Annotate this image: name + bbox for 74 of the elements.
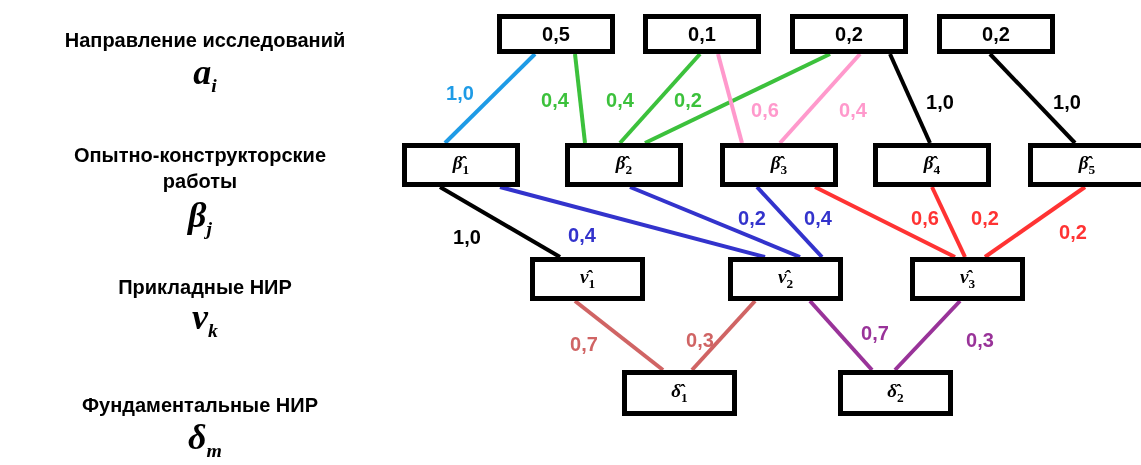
symbol-label: ν$_{k}$ — [192, 299, 218, 341]
symbol-label: β$_{j}$ — [188, 197, 212, 239]
symbol-label: δ$_{m}$ — [188, 419, 222, 461]
value-box — [728, 257, 843, 301]
connector-line — [808, 299, 874, 372]
connector-line — [888, 53, 932, 144]
value-text: 0,2 — [835, 22, 863, 46]
edge-label: 0,3 — [686, 328, 714, 352]
edge-label: 0,4 — [568, 223, 596, 247]
value-box — [497, 14, 615, 54]
edge-label: 0,4 — [606, 88, 634, 112]
value-box — [720, 143, 838, 187]
symbol-text: β̂$_{3}$ — [770, 152, 788, 178]
connector-line — [499, 185, 766, 259]
value-box — [838, 370, 953, 416]
symbol-text: ν̂$_{3}$ — [959, 266, 976, 292]
connector-line — [983, 185, 1087, 259]
symbol-text: β̂$_{5}$ — [1078, 152, 1096, 178]
edge-label: 0,4 — [541, 88, 569, 112]
value-box — [402, 143, 520, 187]
edge-label: 0,7 — [861, 321, 889, 345]
edge-label: 0,2 — [738, 206, 766, 230]
level-label: Фундаментальные НИР — [82, 393, 318, 418]
connector-line — [988, 52, 1077, 145]
edge-label: 1,0 — [1053, 90, 1081, 114]
value-text: 0,1 — [688, 22, 716, 46]
connector-line — [644, 52, 831, 145]
edge-label: 0,2 — [971, 206, 999, 230]
value-text: 0,5 — [542, 22, 570, 46]
value-box — [643, 14, 761, 54]
edge-label: 1,0 — [926, 90, 954, 114]
symbol-text: δ̂$_{1}$ — [671, 380, 688, 406]
value-box — [1028, 143, 1141, 187]
edge-label: 0,6 — [911, 206, 939, 230]
value-box — [873, 143, 991, 187]
level-label: Опытно-конструкторские работы — [73, 143, 327, 194]
value-box — [530, 257, 645, 301]
connector-line — [573, 53, 587, 144]
edge-label: 0,4 — [804, 206, 832, 230]
symbol-text: ν̂$_{2}$ — [777, 266, 794, 292]
level-label: Прикладные НИР — [118, 275, 292, 300]
connector-line — [690, 299, 757, 372]
value-box — [910, 257, 1025, 301]
connector-line — [716, 53, 744, 144]
edge-label: 1,0 — [453, 225, 481, 249]
connector-line — [755, 185, 824, 259]
symbol-text: β̂$_{2}$ — [615, 152, 633, 178]
connector-line — [443, 52, 537, 145]
value-box — [790, 14, 908, 54]
edge-label: 1,0 — [446, 81, 474, 105]
symbol-text: β̂$_{1}$ — [452, 152, 470, 178]
connector-line — [930, 186, 967, 258]
connector-line — [629, 185, 801, 259]
connector-line — [893, 299, 962, 372]
connector-line — [439, 185, 561, 259]
value-box — [622, 370, 737, 416]
edge-label: 0,2 — [1059, 220, 1087, 244]
level-label: Направление исследований — [64, 28, 346, 53]
edge-label: 0,2 — [674, 88, 702, 112]
edge-label: 0,7 — [570, 332, 598, 356]
connector-line — [778, 52, 862, 145]
edge-label: 0,3 — [966, 328, 994, 352]
symbol-text: ν̂$_{1}$ — [579, 266, 596, 292]
edge-label: 0,4 — [839, 98, 867, 122]
value-text: 0,2 — [982, 22, 1010, 46]
connector-line — [618, 52, 702, 145]
symbol-label: a$_{i}$ — [193, 54, 217, 96]
edge-label: 0,6 — [751, 98, 779, 122]
connector-line — [573, 299, 665, 372]
value-box — [937, 14, 1055, 54]
value-box — [565, 143, 683, 187]
connector-line — [814, 185, 956, 259]
symbol-text: β̂$_{4}$ — [923, 152, 941, 178]
symbol-text: δ̂$_{2}$ — [887, 380, 904, 406]
